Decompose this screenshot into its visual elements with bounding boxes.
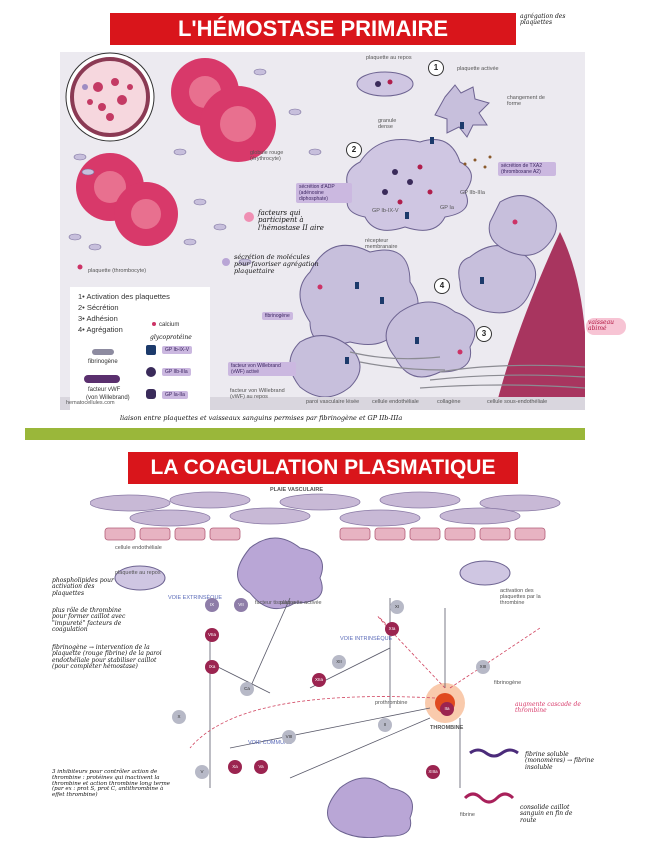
label-plaie: PLAIE VASCULAIRE xyxy=(270,487,324,493)
label-rbc: globule rouge (érythrocyte) xyxy=(250,150,284,163)
factor-xii: XII xyxy=(332,655,346,669)
label-tissue-factor: facteur tissulaire xyxy=(255,600,296,606)
legend-calcium-label: calcium xyxy=(159,322,180,328)
section2-title: LA COAGULATION PLASMATIQUE xyxy=(150,456,496,479)
label-gp-ib: GP Ib-IX-V xyxy=(372,208,399,214)
step-marker-4: 4 xyxy=(434,278,450,294)
factor-xiiia: XIIIa xyxy=(426,765,440,779)
step-marker-2: 2 xyxy=(346,142,362,158)
strip-label-1: paroi vasculaire lésée xyxy=(306,399,360,405)
factor-xia: XIa xyxy=(385,622,399,636)
factor-ixa: IXa xyxy=(205,660,219,674)
note-n1: phospholipides pour activation des plaqu… xyxy=(52,577,114,597)
section1-title-banner: L'HÉMOSTASE PRIMAIRE xyxy=(110,13,516,45)
legend-gp-ib: GP Ib-IX-V xyxy=(162,346,193,354)
section1-title: L'HÉMOSTASE PRIMAIRE xyxy=(177,16,449,41)
label-vwf-rest: facteur von Willebrand (vWF) au repos xyxy=(230,388,285,401)
note-n6: fibrine soluble (monomères) → fibrine in… xyxy=(525,751,595,771)
strip-label-2: cellule endothéliale xyxy=(372,399,419,405)
note-n7: consolide caillot sanguin en fin de rout… xyxy=(520,804,573,824)
note-n2: plus rôle de thrombine pour former caill… xyxy=(52,607,126,633)
pink-dot-icon xyxy=(244,212,254,222)
legend-gp-iib: GP IIb-IIIa xyxy=(162,368,191,376)
factor-ix: IX xyxy=(205,598,219,612)
label-receptor: récepteur membranaire xyxy=(365,238,398,251)
legend-glycoproteins: glycoprotéine xyxy=(150,334,192,341)
label-platelet-active: plaquette activée xyxy=(457,66,499,72)
label-adp: sécrétion d'ADP (adénosine diphosphate) xyxy=(296,183,352,203)
strip-label-3: collagène xyxy=(437,399,461,405)
note-factor-secretion: facteurs qui participent à l'hémostase I… xyxy=(258,209,324,232)
factor-xi: XI xyxy=(390,600,404,614)
note-n3: fibrinogène → intervention de la plaquet… xyxy=(52,644,162,670)
factor-viii: VIII xyxy=(282,730,296,744)
label-shape-change: changement de forme xyxy=(507,95,545,108)
legend-fibrinogen: fibrinogène xyxy=(88,359,118,365)
credit-text: hematocellules.com xyxy=(66,400,115,406)
legend-step-4: 4• Agrégation xyxy=(78,325,123,334)
green-divider xyxy=(25,428,585,440)
legend-vwf-full: (von Willebrand) xyxy=(86,395,130,401)
step-marker-1: 1 xyxy=(428,60,444,76)
fibrinogen-icon xyxy=(92,349,114,355)
factor-iia: IIa xyxy=(440,702,454,716)
resting-platelets xyxy=(68,68,322,266)
legend-calcium: calcium xyxy=(152,322,179,328)
label-thrombin: THROMBINE xyxy=(430,725,464,731)
calcium-dot-icon xyxy=(152,322,156,326)
legend-step-3: 3• Adhésion xyxy=(78,314,118,323)
label-gp-iib: GP IIb-IIIa xyxy=(460,190,485,196)
factor-ii: II xyxy=(378,718,392,732)
note-secretion-molecules: sécrétion de molécules pour favoriser ag… xyxy=(234,253,319,275)
label-platelet-rest-2: plaquette au repos xyxy=(115,570,161,576)
label-platelet-rest: plaquette au repos xyxy=(366,55,412,61)
steps-legend: 1• Activation des plaquettes 2• Sécrétio… xyxy=(70,287,210,415)
legend-gp-ia: GP Ia-IIa xyxy=(162,391,188,399)
label-prothrombin: prothrombine xyxy=(375,700,408,706)
section2-title-banner: LA COAGULATION PLASMATIQUE xyxy=(128,452,518,484)
red-blood-cells xyxy=(76,58,276,246)
factor-xiii: XIII xyxy=(476,660,490,674)
legend-step-2: 2• Sécrétion xyxy=(78,303,119,312)
section1-title-note: agrégation des plaquettes xyxy=(520,13,566,27)
label-fibrinogen: fibrinogène xyxy=(262,312,293,320)
step-marker-3: 3 xyxy=(476,326,492,342)
factor-xa: Xa xyxy=(228,760,242,774)
label-granule: granule dense xyxy=(378,118,397,131)
label-txa2: sécrétion de TXA2 (thromboxane A2) xyxy=(498,162,556,176)
gp-ia-icon xyxy=(146,389,156,399)
label-platelet-active-2: plaquette activée xyxy=(280,600,322,606)
gp-iib-icon xyxy=(146,367,156,377)
strip-label-4: cellule sous-endothéliale xyxy=(487,399,548,405)
factor-x: X xyxy=(172,710,186,724)
label-intrinsic: VOIE INTRINSÈQUE xyxy=(340,636,393,642)
factor-ca: Ca xyxy=(240,682,254,696)
vwf-icon xyxy=(84,375,120,383)
label-extrinsic: VOIE EXTRINSÈQUE xyxy=(168,595,223,601)
label-endothelial: cellule endothéliale xyxy=(115,545,162,551)
label-common: VOIE COMMUNE xyxy=(248,740,292,746)
label-fibrin: fibrine xyxy=(460,812,475,818)
factor-viia: VIIa xyxy=(205,628,219,642)
factor-xiia: XIIa xyxy=(312,673,326,687)
vessel-inset xyxy=(65,52,155,142)
label-activation: activation des plaquettes par la thrombi… xyxy=(500,588,541,607)
label-platelet: plaquette (thrombocyte) xyxy=(88,268,147,274)
coagulation-cascade-illustration xyxy=(90,491,561,838)
factor-va: Va xyxy=(254,760,268,774)
legend-step-1: 1• Activation des plaquettes xyxy=(78,292,170,301)
factor-vii: VII xyxy=(234,598,248,612)
note-vascular: vaisseau abimé xyxy=(586,318,626,335)
label-fibrinogen-2: fibrinogène xyxy=(494,680,522,686)
note-bridge: liaison entre plaquettes et vaisseaux sa… xyxy=(120,415,430,422)
purple-dot-icon xyxy=(222,258,230,266)
legend-vwf: facteur vWF xyxy=(88,387,121,393)
label-gp-ia: GP Ia xyxy=(440,205,454,211)
label-vwf-active: facteur von Willebrand (vWF) activé xyxy=(228,362,296,376)
factor-v: V xyxy=(195,765,209,779)
aggregating-platelets xyxy=(289,195,557,398)
note-n4: 3 inhibiteurs pour contrôler action de t… xyxy=(52,769,171,799)
gp-ib-icon xyxy=(146,345,156,355)
note-n5: augmente cascade de thrombine xyxy=(515,701,581,715)
